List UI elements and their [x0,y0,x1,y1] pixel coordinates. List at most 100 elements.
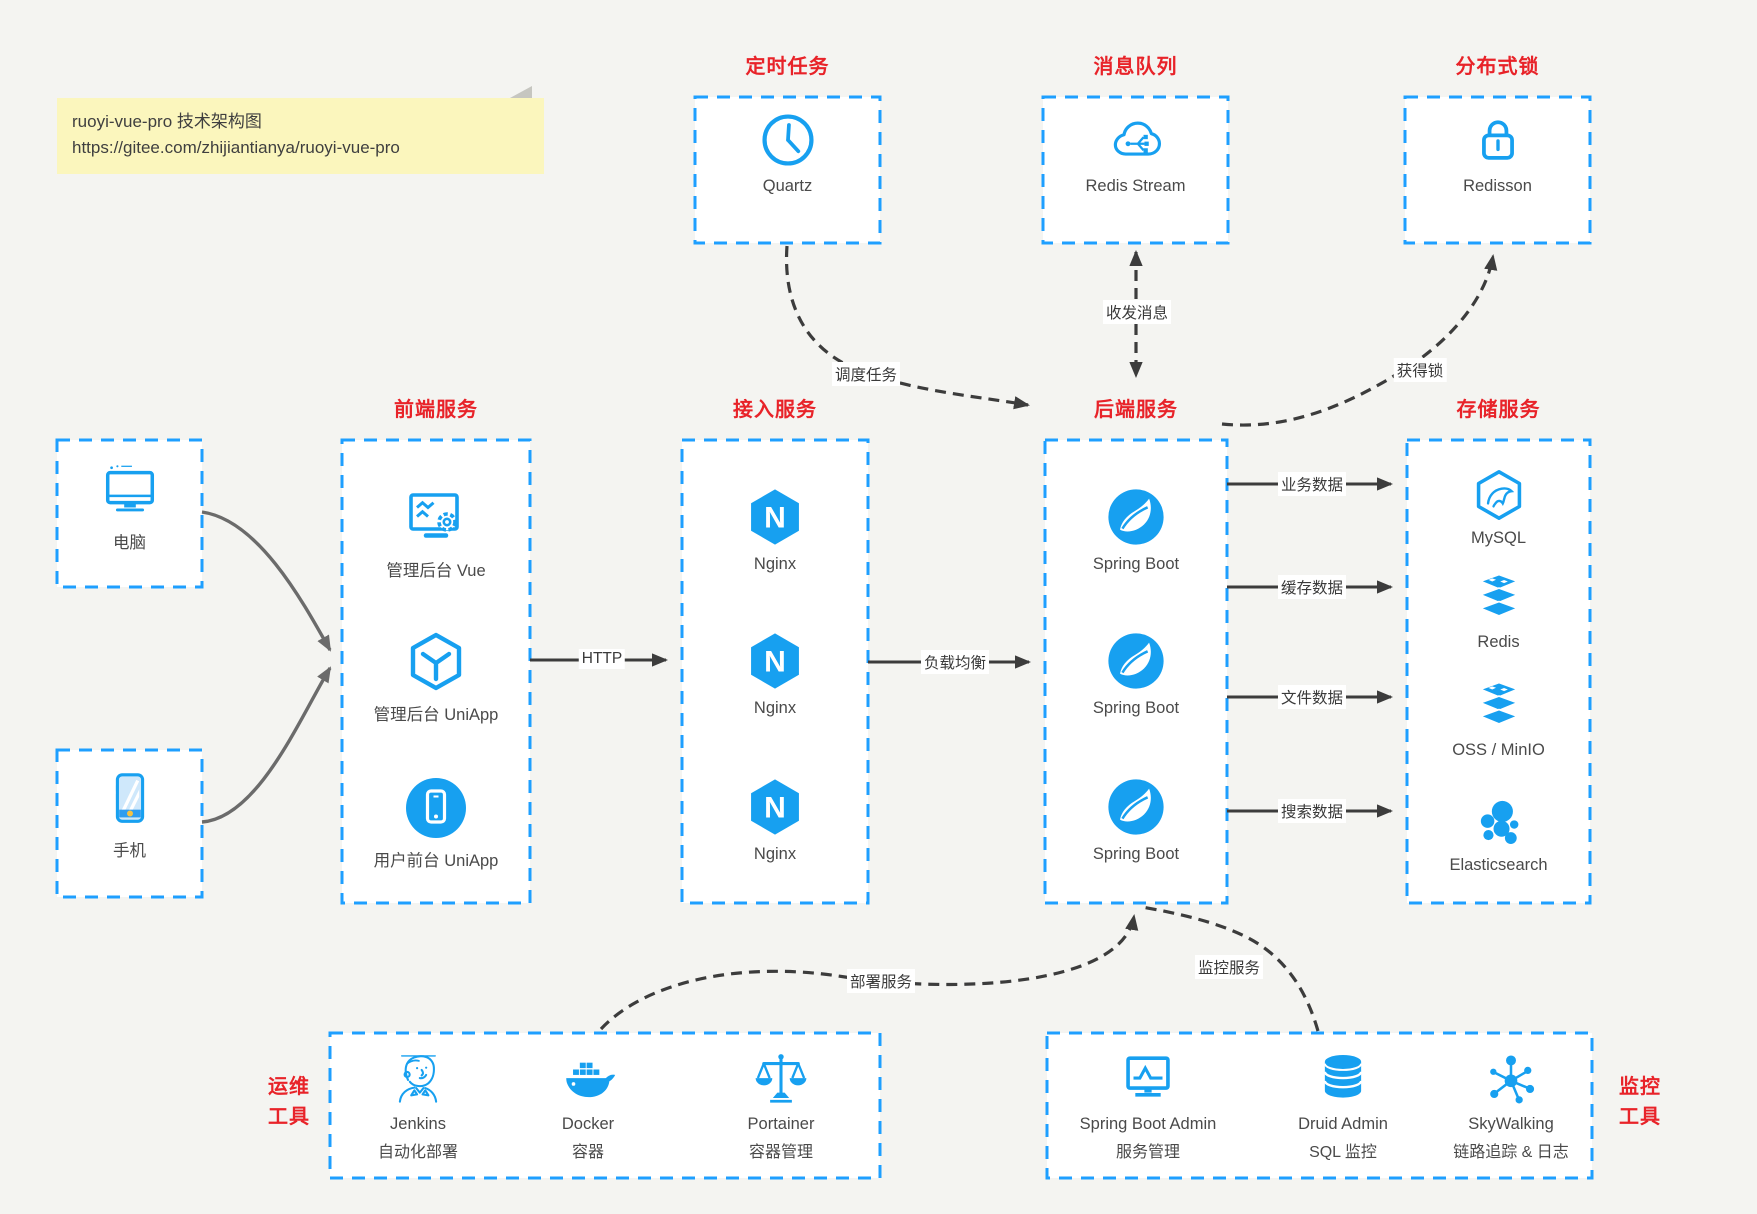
node-label: Spring Boot Admin [1079,1115,1217,1133]
node-label: Redisson [1463,177,1532,195]
jenkins-icon [389,1050,447,1108]
title-scheduler: 定时任务 [745,56,830,78]
admin-vue-icon [404,486,468,550]
nginx-icon [744,486,806,548]
node-label: Druid Admin [1298,1115,1388,1133]
spring-boot-icon [1105,630,1167,692]
node-redis-stream: Redis Stream [1043,110,1228,196]
note-url: https://gitee.com/zhijiantianya/ruoyi-vu… [72,138,400,158]
title-distributed-lock: 分布式锁 [1455,56,1540,78]
cloud-stream-icon [1106,110,1166,170]
node-label: Redis [1477,633,1520,651]
edge-label-cache-data: 缓存数据 [1277,575,1347,599]
desktop-icon [99,460,161,522]
edge-pc-to-frontend [201,510,332,652]
node-skywalking: SkyWalking 链路追踪 & 日志 [1411,1050,1611,1162]
spring-boot-icon [1105,486,1167,548]
node-redis: Redis [1407,572,1590,652]
node-user-uniapp: 用户前台 UniApp [342,776,530,871]
edge-mobile-to-frontend [201,666,332,824]
edge-label-schedule-task: 调度任务 [831,362,901,386]
portainer-icon [752,1050,810,1108]
node-pc: 电脑 [57,460,202,553]
edge-label-load-balance: 负载均衡 [920,650,990,674]
node-label: 手机 [113,842,146,860]
node-nginx-3: Nginx [682,776,868,864]
nginx-icon [744,630,806,692]
node-spring-boot-2: Spring Boot [1045,630,1227,718]
edge-schedule-task [784,245,1030,410]
title-ops-tools: 运维 工具 [268,1076,310,1128]
node-label: SkyWalking [1468,1115,1554,1133]
node-elasticsearch: Elasticsearch [1407,795,1590,875]
node-druid-admin: Druid Admin SQL 监控 [1243,1050,1443,1162]
elasticsearch-icon [1472,795,1526,849]
node-label: 管理后台 Vue [386,562,486,580]
clock-icon [758,110,818,170]
node-sublabel: 容器管理 [748,1144,813,1161]
node-oss-minio: OSS / MinIO [1407,680,1590,760]
edge-label-acquire-lock: 获得锁 [1393,358,1447,382]
nginx-icon [744,776,806,838]
box-scheduler [693,95,882,245]
node-sublabel: 容器 [571,1144,604,1161]
user-app-icon [404,776,468,840]
node-label: Nginx [753,845,797,863]
node-label: 管理后台 UniApp [373,706,499,724]
title-frontend: 前端服务 [394,399,478,421]
node-label: Spring Boot [1092,555,1180,573]
node-label: Elasticsearch [1449,856,1548,874]
edge-deploy-service [599,914,1139,1031]
node-sublabel: 链路追踪 & 日志 [1453,1144,1569,1161]
node-spring-boot-3: Spring Boot [1045,776,1227,864]
node-label: Nginx [753,555,797,573]
redis-stack-icon [1472,680,1526,734]
node-mysql: MySQL [1407,468,1590,548]
node-label: OSS / MinIO [1452,741,1545,759]
druid-icon [1314,1050,1372,1108]
node-label: Quartz [762,177,813,195]
node-sublabel: 服务管理 [1115,1144,1180,1161]
sticky-note: ruoyi-vue-pro 技术架构图 https://gitee.com/zh… [57,86,544,174]
node-nginx-1: Nginx [682,486,868,574]
node-label: Spring Boot [1092,699,1180,717]
edge-label-business-data: 业务数据 [1277,472,1347,496]
node-jenkins: Jenkins 自动化部署 [333,1050,503,1162]
node-label: 电脑 [113,534,146,552]
node-label: Spring Boot [1092,845,1180,863]
edge-label-send-receive: 收发消息 [1102,300,1172,324]
box-client-pc [55,438,204,589]
node-redisson: Redisson [1405,110,1590,196]
node-label: 用户前台 UniApp [373,852,499,870]
node-label: Nginx [753,699,797,717]
node-docker: Docker 容器 [503,1050,673,1162]
edge-label-monitor-service: 监控服务 [1194,955,1264,979]
edge-label-search-data: 搜索数据 [1277,799,1347,823]
spring-boot-icon [1105,776,1167,838]
docker-icon [559,1050,617,1108]
box-message-queue [1041,95,1230,245]
edge-label-deploy-service: 部署服务 [846,969,916,993]
title-message-queue: 消息队列 [1093,56,1178,78]
mysql-icon [1472,468,1526,522]
title-backend: 后端服务 [1094,399,1178,421]
skywalking-icon [1482,1050,1540,1108]
edge-label-http: HTTP [578,649,626,669]
node-label: Jenkins [390,1115,446,1133]
node-quartz: Quartz [695,110,880,196]
title-storage: 存储服务 [1456,399,1541,421]
node-label: Redis Stream [1085,177,1186,195]
node-label: MySQL [1470,529,1526,547]
title-monitor-tools: 监控 工具 [1619,1076,1661,1128]
title-gateway: 接入服务 [733,399,817,421]
node-admin-vue: 管理后台 Vue [342,486,530,581]
lock-icon [1468,110,1528,170]
node-sublabel: 自动化部署 [377,1144,458,1161]
node-sublabel: SQL 监控 [1309,1144,1377,1161]
node-admin-uniapp: 管理后台 UniApp [342,630,530,725]
uniapp-cube-icon [404,630,468,694]
sba-icon [1119,1050,1177,1108]
node-spring-boot-admin: Spring Boot Admin 服务管理 [1048,1050,1248,1162]
node-label: Docker [561,1115,615,1133]
